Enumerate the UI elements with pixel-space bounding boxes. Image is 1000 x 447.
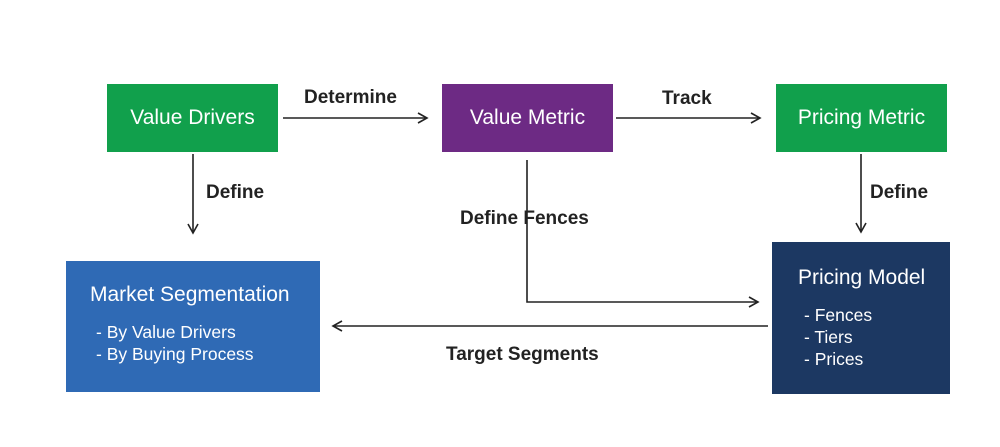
edge-label-track: Track — [662, 88, 712, 109]
node-market-segmentation-title: Market Segmentation — [90, 283, 290, 306]
edge-label-define-fences: Define Fences — [460, 208, 589, 229]
list-item: - Tiers — [804, 327, 853, 347]
edge-label-define-left: Define — [206, 182, 265, 203]
node-market-segmentation: Market Segmentation - By Value Drivers -… — [66, 261, 320, 392]
edge-label-target-segments: Target Segments — [446, 344, 599, 365]
edge-define-fences-arrow — [526, 160, 760, 308]
node-value-drivers: Value Drivers — [107, 84, 278, 152]
node-pricing-metric: Pricing Metric — [776, 84, 947, 152]
node-pricing-model: Pricing Model - Fences - Tiers - Prices — [772, 242, 950, 394]
edge-label-define-right: Define — [870, 182, 929, 203]
node-pricing-model-list: - Fences - Tiers - Prices — [798, 304, 950, 370]
node-value-metric-label: Value Metric — [469, 106, 586, 129]
list-item: - Prices — [804, 349, 864, 369]
node-pricing-metric-label: Pricing Metric — [797, 106, 926, 129]
node-market-segmentation-list: - By Value Drivers - By Buying Process — [90, 321, 320, 365]
list-item: - By Value Drivers — [96, 322, 236, 342]
edge-label-determine: Determine — [304, 87, 397, 108]
node-pricing-model-title: Pricing Model — [798, 266, 926, 289]
list-item: - By Buying Process — [96, 344, 254, 364]
node-value-drivers-label: Value Drivers — [130, 106, 255, 129]
node-value-metric: Value Metric — [442, 84, 613, 152]
list-item: - Fences — [804, 305, 873, 325]
